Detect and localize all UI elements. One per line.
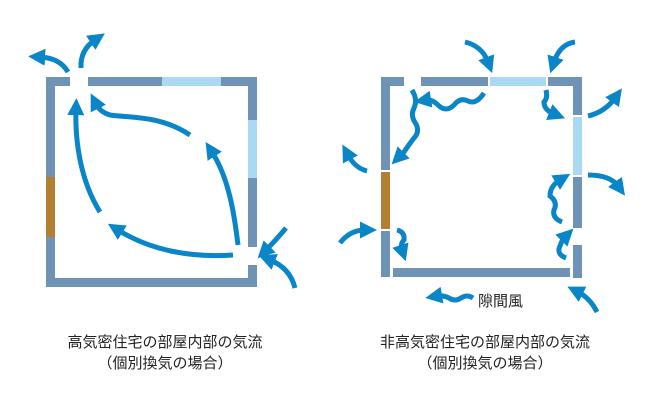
window-right [573,117,582,175]
draft-legend [425,286,475,304]
window-right [248,120,257,178]
window-top [162,77,221,86]
window-top [490,77,546,86]
airflow-arrows [28,33,298,289]
draft-legend-label: 隙間風 [478,292,524,310]
caption-title: 非高気密住宅の部屋内部の気流 [379,333,590,351]
caption-subtitle: （個別換気の場合） [417,354,553,372]
airtight-caption: 高気密住宅の部屋内部の気流 （個別換気の場合） [5,332,325,374]
non-airtight-room-diagram [338,39,626,314]
caption-title: 高気密住宅の部屋内部の気流 [67,333,263,351]
airtight-room-diagram [28,33,298,289]
non-airtight-caption: 非高気密住宅の部屋内部の気流 （個別換気の場合） [325,332,645,374]
caption-subtitle: （個別換気の場合） [97,354,233,372]
door-left [381,172,390,229]
room-walls [381,77,582,278]
door-left [46,177,55,237]
draft-legend-arrow-icon [425,286,475,304]
room-walls [46,77,257,287]
draft-arrows [338,39,626,314]
